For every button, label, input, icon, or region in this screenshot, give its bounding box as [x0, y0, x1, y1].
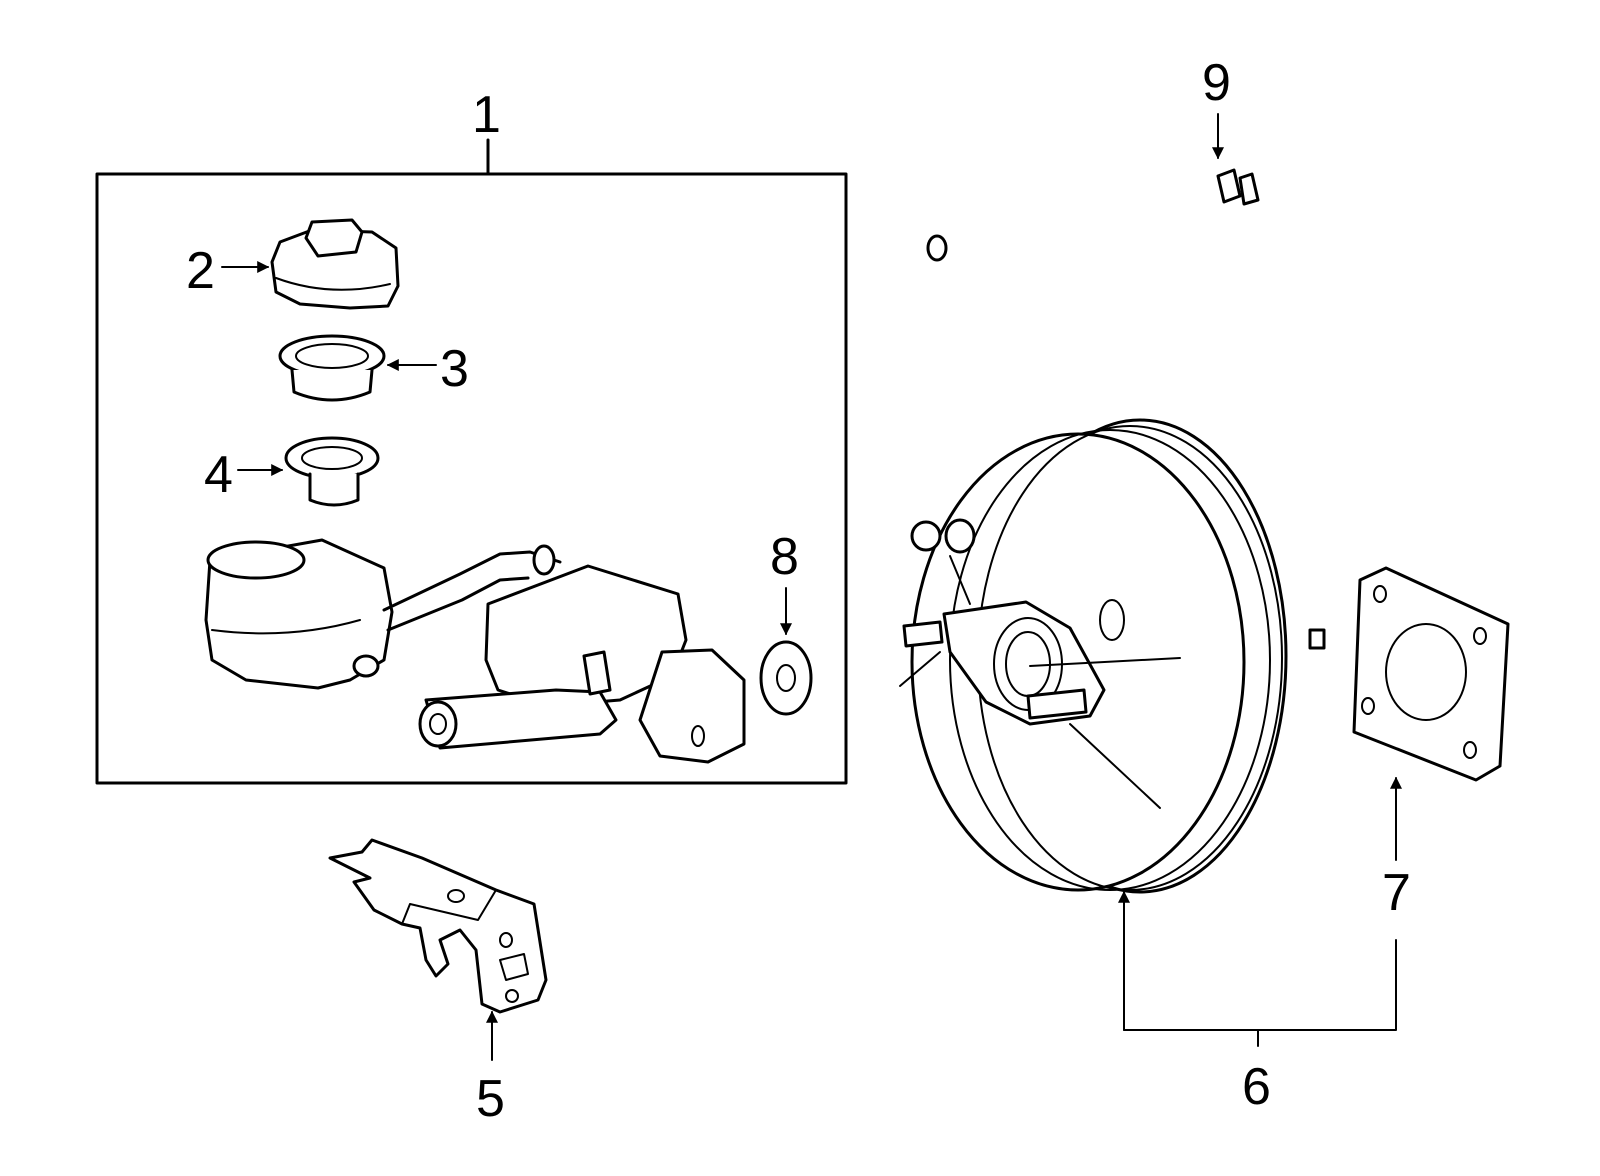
callout-labels: 1 2 3 4 5 6 7 8 9 [186, 54, 1411, 1128]
reservoir-cap[interactable] [270, 218, 400, 310]
callout-1: 1 [472, 86, 501, 144]
reservoir-seal[interactable] [284, 436, 380, 507]
callout-7: 7 [1382, 864, 1411, 922]
callout-4: 4 [204, 446, 233, 504]
brake-booster[interactable] [899, 418, 1326, 894]
master-cylinder-assembly-box [95, 138, 848, 785]
washer[interactable] [759, 640, 813, 716]
callout-9: 9 [1202, 54, 1231, 112]
gasket[interactable] [1352, 566, 1510, 782]
leader-lines [221, 113, 1402, 1061]
callout-3: 3 [440, 340, 469, 398]
vacuum-hose[interactable] [926, 137, 1455, 315]
reservoir-filter[interactable] [278, 334, 386, 402]
callout-6: 6 [1242, 1058, 1271, 1116]
callout-5: 5 [476, 1070, 505, 1128]
master-cylinder[interactable] [204, 538, 746, 764]
callout-2: 2 [186, 242, 215, 300]
bracket[interactable] [328, 838, 548, 1014]
callout-8: 8 [770, 528, 799, 586]
